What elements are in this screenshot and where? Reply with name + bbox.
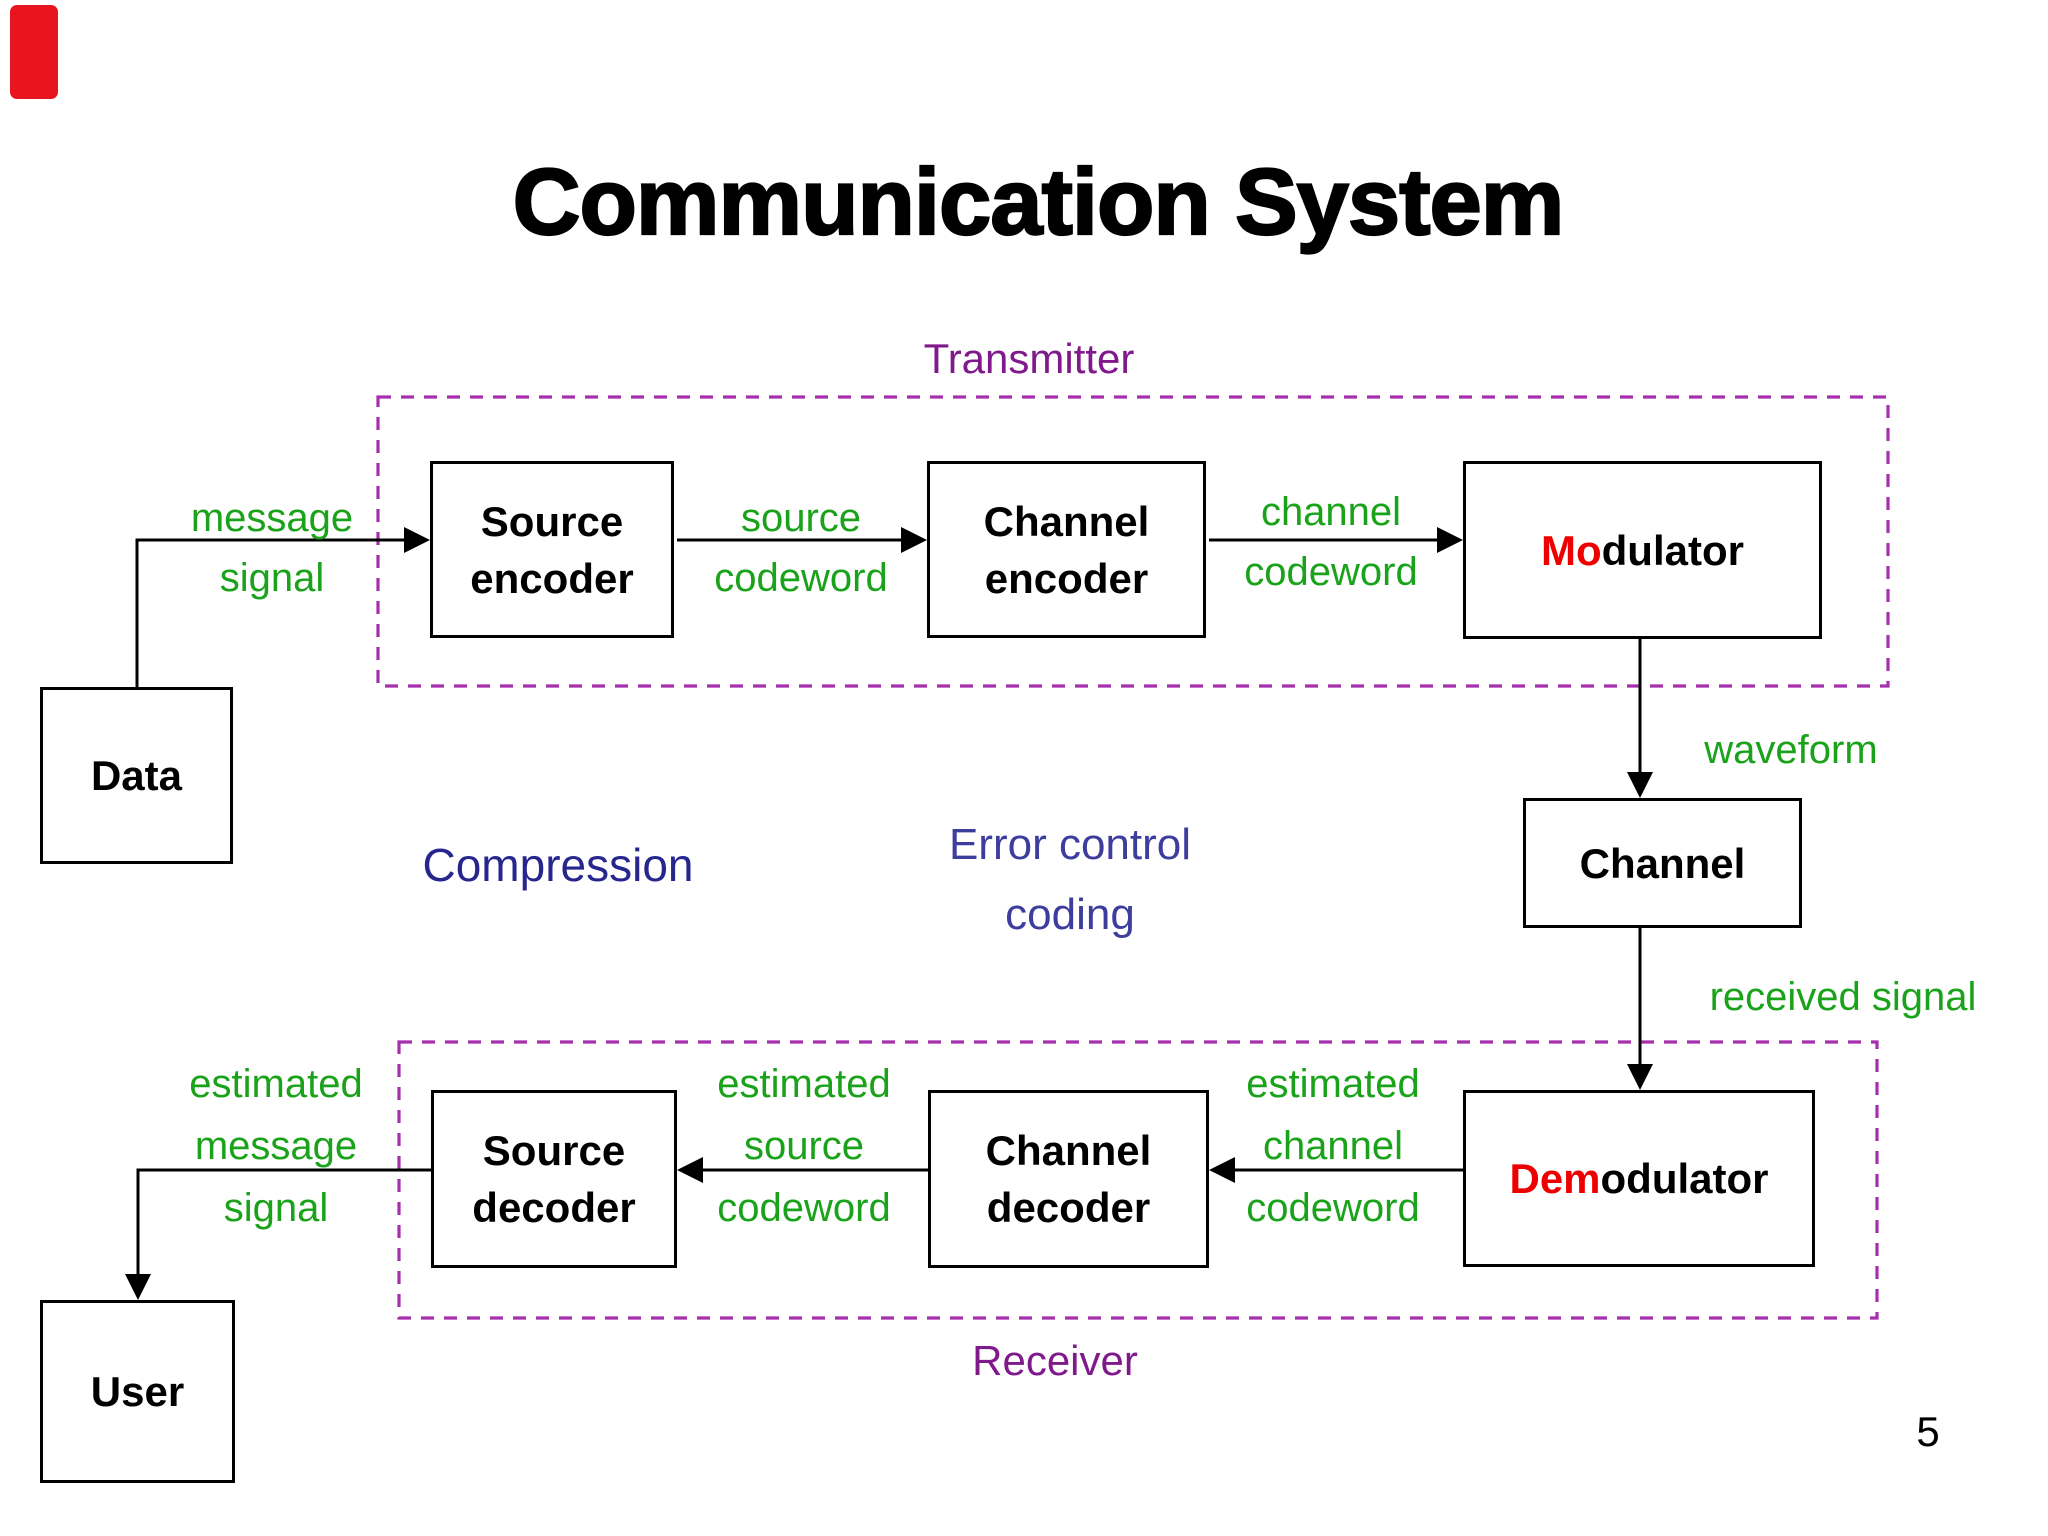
channel-decoder-label-line1: Channel bbox=[985, 1127, 1152, 1174]
estimated-source-codeword-line3: codeword bbox=[717, 1186, 891, 1230]
transmitter-group-label: Transmitter bbox=[923, 335, 1135, 382]
modulator-box: Modulator bbox=[1463, 461, 1822, 639]
received-signal-label: received signal bbox=[1709, 975, 1977, 1019]
modulator-label-highlight: Mo bbox=[1541, 526, 1602, 574]
estimated-message-signal-label: estimated message signal bbox=[136, 1053, 416, 1239]
channel-codeword-label: channel codeword bbox=[1191, 482, 1471, 602]
estimated-source-codeword-line1: estimated bbox=[717, 1062, 891, 1106]
red-corner-shape bbox=[10, 5, 58, 99]
channel-encoder-box: Channel encoder bbox=[927, 461, 1206, 638]
channel-codeword-line1: channel bbox=[1260, 490, 1402, 534]
source-codeword-line1: source bbox=[740, 496, 862, 540]
modulator-label-rest: dulator bbox=[1601, 526, 1744, 574]
estimated-source-codeword-line2: source bbox=[743, 1124, 865, 1168]
modulator-label: Modulator bbox=[1541, 522, 1744, 579]
estimated-channel-codeword-line1: estimated bbox=[1246, 1062, 1420, 1106]
estimated-message-signal-line2: message bbox=[194, 1124, 358, 1168]
message-signal-line1: message bbox=[190, 496, 354, 540]
estimated-message-signal-line1: estimated bbox=[189, 1062, 363, 1106]
data-label: Data bbox=[90, 752, 183, 799]
error-control-coding-annotation: Error control coding bbox=[890, 810, 1250, 950]
compression-annotation: Compression bbox=[422, 839, 694, 891]
channel-codeword-line2: codeword bbox=[1244, 550, 1418, 594]
demodulator-box: Demodulator bbox=[1463, 1090, 1815, 1267]
channel-decoder-label-line2: decoder bbox=[986, 1184, 1151, 1231]
error-control-line1: Error control bbox=[948, 820, 1192, 869]
user-label: User bbox=[90, 1368, 185, 1415]
estimated-message-signal-line3: signal bbox=[223, 1186, 329, 1230]
channel-decoder-box: Channel decoder bbox=[928, 1090, 1209, 1268]
source-encoder-label-line1: Source bbox=[480, 497, 624, 545]
channel-label: Channel bbox=[1579, 839, 1746, 887]
estimated-source-codeword-label: estimated source codeword bbox=[664, 1053, 944, 1239]
estimated-channel-codeword-line2: channel bbox=[1262, 1124, 1404, 1168]
waveform-label: waveform bbox=[1704, 728, 1878, 772]
channel-encoder-label-line1: Channel bbox=[983, 497, 1150, 545]
source-codeword-line2: codeword bbox=[714, 556, 888, 600]
source-decoder-label-line2: decoder bbox=[472, 1184, 636, 1231]
data-box: Data bbox=[40, 687, 233, 864]
demodulator-label-rest: odulator bbox=[1600, 1155, 1769, 1202]
source-decoder-label-line1: Source bbox=[482, 1127, 626, 1174]
channel-box: Channel bbox=[1523, 798, 1802, 928]
receiver-group-label: Receiver bbox=[972, 1337, 1138, 1384]
message-signal-line2: signal bbox=[219, 556, 325, 600]
demodulator-label-highlight: Dem bbox=[1509, 1155, 1601, 1202]
channel-encoder-label-line2: encoder bbox=[984, 554, 1149, 602]
error-control-line2: coding bbox=[1005, 890, 1135, 939]
source-encoder-box: Source encoder bbox=[430, 461, 674, 638]
page-number: 5 bbox=[1916, 1408, 1940, 1455]
estimated-channel-codeword-line3: codeword bbox=[1246, 1186, 1420, 1230]
message-signal-label: message signal bbox=[132, 488, 412, 608]
user-box: User bbox=[40, 1300, 235, 1483]
source-encoder-label-line2: encoder bbox=[470, 554, 634, 602]
demodulator-label: Demodulator bbox=[1509, 1150, 1768, 1207]
estimated-channel-codeword-label: estimated channel codeword bbox=[1193, 1053, 1473, 1239]
source-decoder-box: Source decoder bbox=[431, 1090, 677, 1268]
slide-title: Communication System bbox=[512, 148, 1566, 255]
source-codeword-label: source codeword bbox=[661, 488, 941, 608]
